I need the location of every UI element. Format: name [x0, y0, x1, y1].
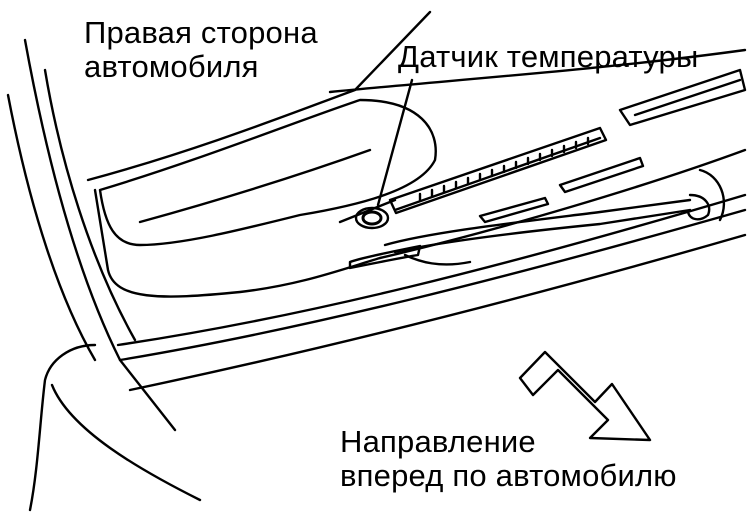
cowl-slots — [338, 156, 645, 270]
hood-edge — [116, 193, 747, 392]
temperature-sensor-label-text: Датчик температуры — [398, 39, 699, 74]
a-pillar — [6, 38, 177, 432]
temperature-sensor-icon — [354, 206, 390, 230]
arrow-down-right-icon — [518, 350, 652, 442]
side-vent — [618, 68, 747, 127]
right-side-label-line-2: автомобиля — [84, 49, 259, 84]
sensor-leader-line — [376, 78, 414, 207]
right-side-label-line-1: Правая сторона — [84, 15, 318, 50]
forward-direction-label-line-2: вперед по автомобилю — [340, 458, 677, 493]
forward-direction-label-line-1: Направление — [340, 424, 536, 459]
right-side-label: Правая сторона автомобиля — [84, 16, 318, 84]
fender-outline — [28, 343, 202, 512]
wiper-arm — [383, 168, 726, 266]
dash-pad — [98, 98, 437, 247]
temperature-sensor-label: Датчик температуры — [398, 40, 698, 74]
defroster-vent — [388, 126, 608, 215]
forward-direction-label: Направление вперед по автомобилю — [340, 425, 677, 493]
